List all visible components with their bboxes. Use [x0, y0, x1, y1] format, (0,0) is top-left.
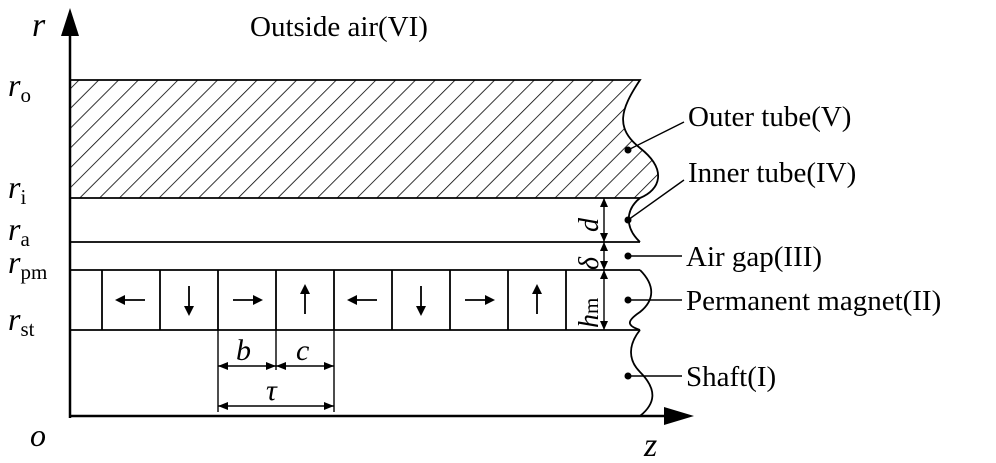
- r-axis-arrowhead: [61, 8, 79, 36]
- shaft-label: Shaft(I): [686, 361, 776, 393]
- outside-air-label: Outside air(VI): [250, 11, 428, 43]
- magnet-break: [628, 269, 653, 331]
- d-label: d: [574, 217, 605, 232]
- radius-labels: ro ri ra rpm rst: [8, 67, 47, 341]
- shaft-break: [630, 329, 654, 417]
- r-axis-label: r: [32, 7, 46, 44]
- axial-dimensions: b c τ: [217, 330, 335, 412]
- b-label: b: [236, 334, 251, 367]
- outer-tube-outline: [70, 79, 660, 199]
- magnetization-arrowhead: [532, 284, 542, 294]
- axes: r o z: [30, 7, 694, 463]
- outer-tube-label: Outer tube(V): [688, 101, 851, 133]
- z-axis-arrowhead: [664, 407, 694, 425]
- magnetization-arrowhead: [184, 306, 194, 316]
- rpm-label: rpm: [8, 244, 47, 284]
- hm-label: hm: [574, 298, 605, 328]
- rst-label: rst: [8, 301, 35, 341]
- permanent-magnet-label: Permanent magnet(II): [686, 285, 941, 317]
- ra-label: ra: [8, 211, 30, 251]
- origin-label: o: [30, 417, 46, 453]
- magnet-block-3: [233, 270, 277, 330]
- magnet-block-1: [115, 270, 161, 330]
- magnet-block-6: [416, 270, 451, 330]
- radial-dimension: d δ hm: [574, 198, 608, 330]
- break-lines: [627, 197, 654, 417]
- delta-label: δ: [574, 256, 605, 270]
- outer-tube-hatching: [70, 80, 659, 198]
- magnetization-arrowhead: [416, 306, 426, 316]
- ri-label: ri: [8, 169, 26, 209]
- air-gap-label: Air gap(III): [686, 241, 822, 273]
- outer-tube-leader: [627, 121, 685, 151]
- magnet-block-7: [465, 270, 509, 330]
- magnetization-arrowhead: [115, 295, 125, 305]
- magnet-block-5: [347, 270, 393, 330]
- z-axis-label: z: [643, 427, 657, 463]
- outer-tube-region: [70, 79, 660, 199]
- c-label: c: [296, 334, 309, 367]
- magnetization-arrowhead: [253, 295, 263, 305]
- layer-boundaries: [70, 197, 640, 331]
- magnet-block-4: [300, 270, 335, 330]
- inner-tube-label: Inner tube(IV): [688, 157, 856, 189]
- permanent-magnet-array: [101, 270, 567, 330]
- magnetization-arrowhead: [347, 295, 357, 305]
- magnet-block-8: [532, 270, 567, 330]
- inner-tube-leader: [627, 179, 685, 221]
- region-labels: Outside air(VI) Outer tube(V) Inner tube…: [250, 11, 941, 393]
- magnet-block-2: [184, 270, 219, 330]
- tau-label: τ: [266, 374, 278, 407]
- magnetization-arrowhead: [485, 295, 495, 305]
- ro-label: ro: [8, 67, 31, 107]
- magnetization-arrowhead: [300, 284, 310, 294]
